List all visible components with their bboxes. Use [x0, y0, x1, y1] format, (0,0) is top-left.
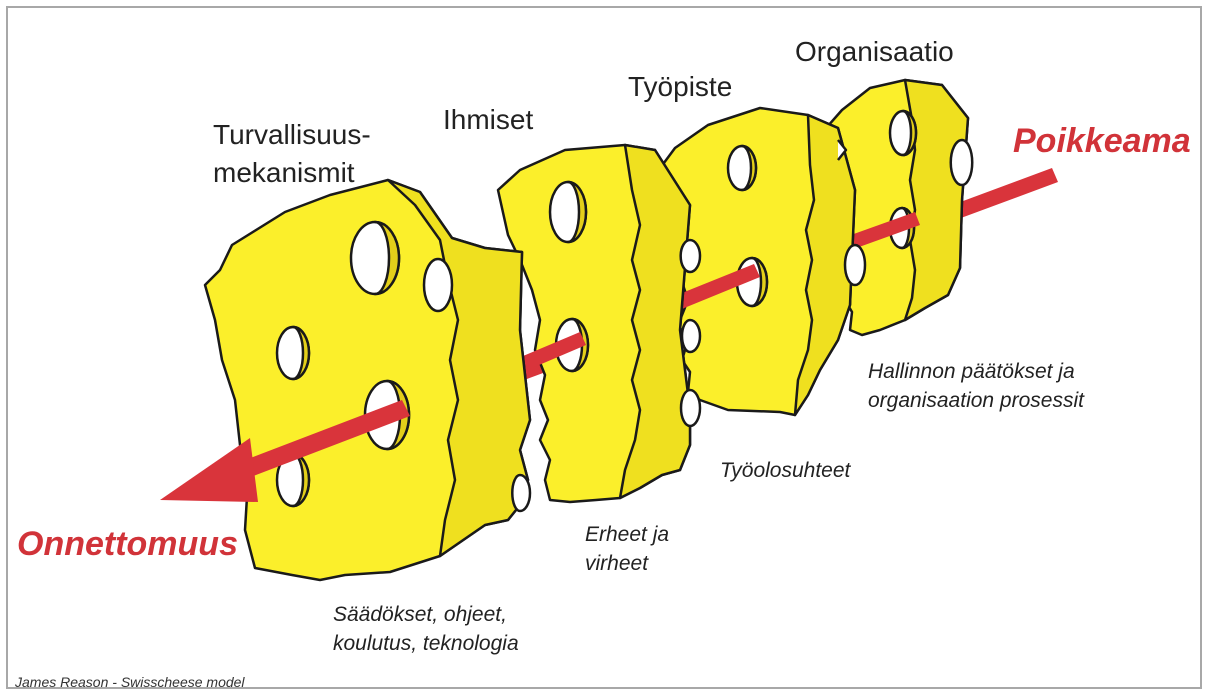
layer-desc-line2: koulutus, teknologia [333, 629, 519, 658]
layer-desc-line1: Erheet ja [585, 520, 669, 549]
layer-desc-turvallisuus: Säädökset, ohjeet, koulutus, teknologia [333, 600, 519, 658]
layer-title-turvallisuus: Turvallisuus- mekanismit [213, 116, 371, 192]
cheese-slice-turvallisuusmekanismit [205, 180, 530, 580]
cheese-slice-ihmiset [498, 145, 700, 502]
layer-title-tyopiste: Työpiste [628, 68, 732, 106]
layer-desc-organisaatio: Hallinnon päätökset ja organisaation pro… [868, 357, 1084, 415]
arrow-end-label: Onnettomuus [17, 525, 238, 564]
layer-desc-line2: virheet [585, 549, 669, 578]
layer-title-ihmiset: Ihmiset [443, 101, 533, 139]
layer-desc-line2: organisaation prosessit [868, 386, 1084, 415]
layer-desc-ihmiset: Erheet ja virheet [585, 520, 669, 578]
layer-desc-line1: Säädökset, ohjeet, [333, 600, 519, 629]
layer-title-organisaatio: Organisaatio [795, 33, 954, 71]
arrow-start-label: Poikkeama [1013, 122, 1191, 161]
layer-desc-tyopiste: Työolosuhteet [720, 456, 850, 485]
layer-title-line1: Turvallisuus- [213, 116, 371, 154]
credit-text: James Reason - Swisscheese model [15, 674, 245, 690]
layer-title-line2: mekanismit [213, 154, 371, 192]
layer-desc-line1: Hallinnon päätökset ja [868, 357, 1084, 386]
